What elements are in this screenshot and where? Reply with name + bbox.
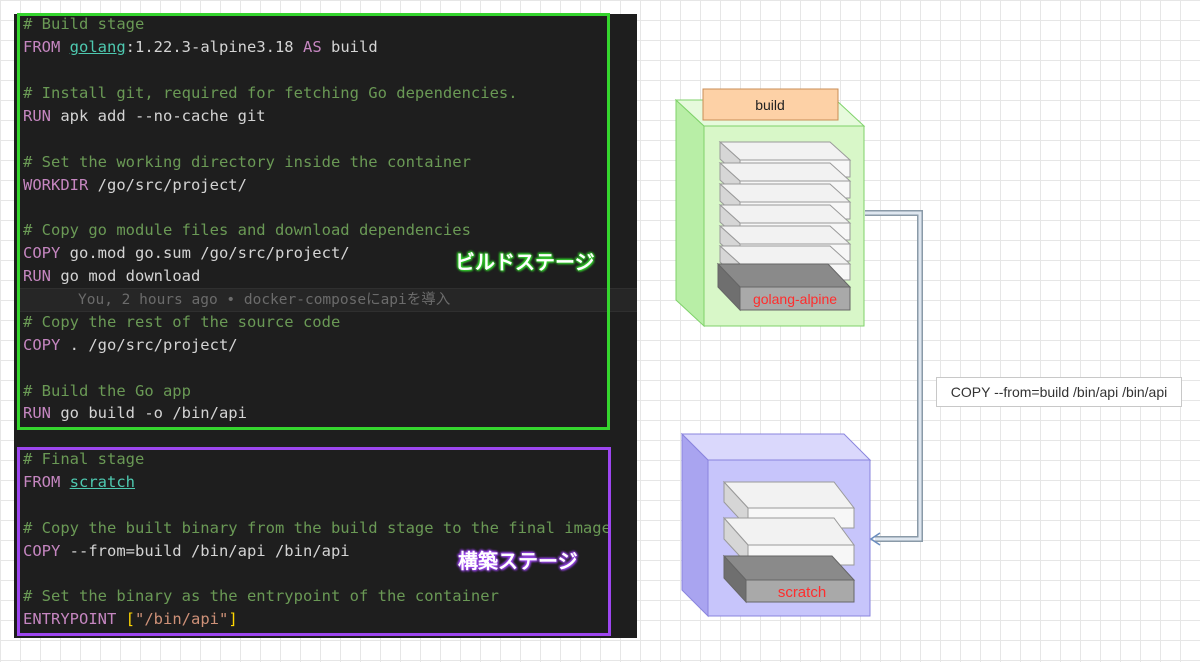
code-line: ENTRYPOINT ["/bin/api"]	[23, 610, 238, 628]
build-tag-text: build	[755, 97, 785, 113]
code-line: # Set the binary as the entrypoint of th…	[23, 587, 499, 605]
code-line: # Final stage	[23, 450, 145, 468]
code-line: # Build stage	[23, 15, 145, 33]
git-blame-annotation: You, 2 hours ago • docker-composeにapiを導入	[18, 288, 637, 312]
code-line: RUN go build -o /bin/api	[23, 404, 247, 422]
final-stage-highlight	[17, 447, 611, 636]
code-editor-panel	[14, 14, 637, 638]
code-line: # Copy go module files and download depe…	[23, 221, 471, 239]
code-line: FROM golang:1.22.3-alpine3.18 AS build	[23, 38, 378, 56]
code-line: # Copy the rest of the source code	[23, 313, 341, 331]
code-line: RUN go mod download	[23, 267, 201, 285]
code-line: # Build the Go app	[23, 382, 191, 400]
build-tag-box	[702, 88, 839, 121]
final-stage-label: 構築ステージ	[458, 549, 578, 573]
code-line: COPY . /go/src/project/	[23, 336, 238, 354]
code-line: RUN apk add --no-cache git	[23, 107, 266, 125]
base-layer	[722, 554, 856, 604]
build-base-label: golang-alpine	[753, 291, 837, 307]
code-line: COPY go.mod go.sum /go/src/project/	[23, 244, 350, 262]
copy-arrow-outline	[865, 210, 923, 542]
final-layer-stack	[722, 480, 856, 604]
copy-arrow-head	[869, 532, 881, 546]
copy-command-label: COPY --from=build /bin/api /bin/api	[936, 377, 1182, 407]
code-line: WORKDIR /go/src/project/	[23, 176, 247, 194]
code-line: # Set the working directory inside the c…	[23, 153, 471, 171]
base-layer	[716, 262, 852, 312]
image-link-golang[interactable]: golang	[69, 38, 126, 56]
code-line: FROM scratch	[23, 473, 135, 491]
code-line: # Copy the built binary from the build s…	[23, 519, 611, 537]
build-layer-stack	[716, 140, 852, 312]
copy-arrow	[865, 211, 922, 541]
code-line: COPY --from=build /bin/api /bin/api	[23, 542, 350, 560]
final-base-label: scratch	[778, 584, 826, 601]
build-stage-label: ビルドステージ	[455, 250, 595, 274]
build-stage-highlight	[17, 13, 610, 430]
image-link-scratch[interactable]: scratch	[69, 473, 135, 491]
code-line: # Install git, required for fetching Go …	[23, 84, 518, 102]
